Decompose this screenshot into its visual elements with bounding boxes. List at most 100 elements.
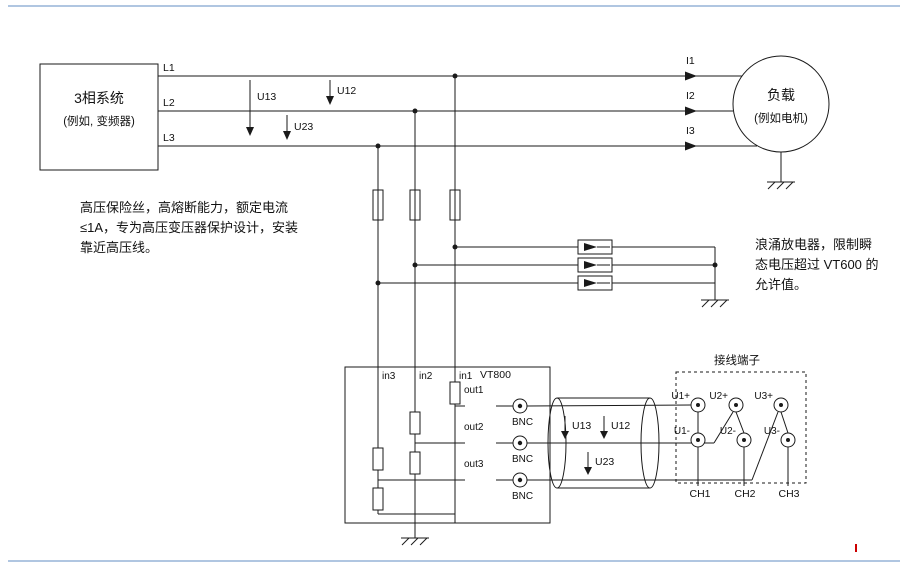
terminal-pin	[779, 403, 783, 407]
source-title: 3相系统	[74, 90, 124, 106]
fuse-symbol	[372, 189, 384, 221]
device-name-label: VT800	[480, 369, 511, 381]
surge-arrow-icon	[584, 279, 597, 287]
in2-label: in2	[419, 371, 433, 382]
terminal-pin	[696, 438, 700, 442]
current-i2-label: I2	[686, 90, 695, 102]
u1-plus-label: U1+	[671, 391, 690, 402]
ground-symbol	[766, 181, 796, 190]
bnc-pin	[517, 403, 523, 409]
terminal-pin	[696, 403, 700, 407]
ch3-label: CH3	[778, 488, 799, 500]
fuse-note: 高压保险丝，高熔断能力，额定电流 ≤1A，专为高压变压器保护设计，安装 靠近高压…	[80, 200, 298, 255]
resistor-symbol	[372, 447, 384, 471]
fuse-symbol	[449, 189, 461, 221]
u2-minus-label: U2-	[720, 426, 736, 437]
out1-label: out1	[464, 385, 484, 396]
load-circle	[732, 55, 830, 153]
u23-label: U23	[294, 121, 313, 133]
bnc-pin	[517, 477, 523, 483]
out2-label: out2	[464, 422, 484, 433]
surge-arrow-icon	[584, 261, 597, 269]
down-arrow-icon	[246, 127, 254, 136]
resistor-symbol	[372, 487, 384, 511]
surge-note: 浪涌放电器，限制瞬 态电压超过 VT600 的 允许值。	[755, 237, 879, 292]
fuse-note-line1: 高压保险丝，高熔断能力，额定电流	[80, 200, 288, 215]
signal-wire-1	[526, 404, 692, 407]
signal-wire-3-diag	[751, 411, 779, 481]
surge-note-line1: 浪涌放电器，限制瞬	[755, 237, 872, 252]
in1-label: in1	[459, 371, 473, 382]
u12-label: U12	[337, 85, 356, 97]
resistor-symbol	[409, 411, 421, 435]
signal-wire-2-diag	[713, 411, 734, 444]
terminal-block-title: 接线端子	[714, 353, 760, 367]
bnc-pin	[517, 440, 523, 446]
cable-u13-label: U13	[572, 420, 591, 432]
terminal-pin	[786, 438, 790, 442]
ch1-label: CH1	[689, 488, 710, 500]
u2-plus-label: U2+	[709, 391, 728, 402]
phase-l3-label: L3	[163, 132, 175, 144]
output-cable: U13 U12 U23	[526, 397, 779, 489]
u13-label: U13	[257, 91, 276, 103]
source-subtitle: (例如, 变频器)	[63, 114, 135, 128]
terminal-link-3	[780, 411, 789, 434]
opamp-symbol	[465, 396, 496, 416]
vt800-outer-box	[344, 366, 551, 524]
terminal-link-2	[735, 411, 745, 434]
opamp-symbol	[465, 433, 496, 453]
source-box-outline	[39, 63, 159, 171]
ground-symbol	[700, 299, 730, 308]
current-i1-label: I1	[686, 55, 695, 67]
terminal-pin	[742, 438, 746, 442]
down-arrow-icon	[326, 96, 334, 105]
down-arrow-icon	[584, 467, 592, 475]
vt800-device: in3 in2 in1 VT800 out1 out2 out3 BNC BNC	[344, 366, 551, 546]
current-i2-arrow-icon	[685, 106, 697, 116]
bnc-label-1: BNC	[512, 417, 533, 428]
hv-voltage-arrows: U13 U12 U23	[246, 80, 356, 140]
terminal-block: 接线端子 U1+ U2+ U3+ U1- U2- U3- CH1 CH2 CH3	[671, 353, 807, 500]
resistor-symbol	[449, 381, 461, 405]
u3-minus-label: U3-	[764, 426, 780, 437]
ch2-label: CH2	[734, 488, 755, 500]
load-motor: 负载 (例如电机)	[732, 55, 830, 190]
current-arrows: I1 I2 I3	[685, 55, 697, 151]
cable-ellipse	[547, 397, 567, 489]
phase-l2-label: L2	[163, 97, 175, 109]
cable-ellipse	[640, 397, 660, 489]
resistor-symbol	[409, 451, 421, 475]
phase-l1-label: L1	[163, 62, 175, 74]
load-title: 负载	[767, 87, 795, 103]
junction-dot	[712, 262, 718, 268]
current-i3-label: I3	[686, 125, 695, 137]
terminal-block-outline	[675, 371, 807, 484]
three-phase-source: 3相系统 (例如, 变频器)	[39, 63, 159, 171]
surge-note-line2: 态电压超过 VT600 的	[755, 257, 879, 272]
surge-arrow-icon	[584, 243, 597, 251]
down-arrow-icon	[561, 431, 569, 439]
bnc-label-2: BNC	[512, 454, 533, 465]
ground-symbol	[400, 537, 430, 546]
down-arrow-icon	[283, 131, 291, 140]
in3-label: in3	[382, 371, 396, 382]
current-i3-arrow-icon	[685, 141, 697, 151]
cable-u12-label: U12	[611, 420, 630, 432]
down-arrow-icon	[600, 431, 608, 439]
u1-minus-label: U1-	[674, 426, 690, 437]
fuse-symbol	[409, 189, 421, 221]
current-i1-arrow-icon	[685, 71, 697, 81]
bnc-label-3: BNC	[512, 491, 533, 502]
phase-lines: L1 L2 L3	[158, 62, 757, 149]
cable-u23-label: U23	[595, 456, 614, 468]
opamp-symbol	[465, 470, 496, 490]
surge-arresters	[375, 239, 730, 308]
fuse-note-line3: 靠近高压线。	[80, 240, 158, 255]
surge-note-line3: 允许值。	[755, 277, 807, 292]
u3-plus-label: U3+	[754, 391, 773, 402]
fuse-note-line2: ≤1A，专为高压变压器保护设计，安装	[80, 220, 298, 235]
terminal-pin	[734, 403, 738, 407]
